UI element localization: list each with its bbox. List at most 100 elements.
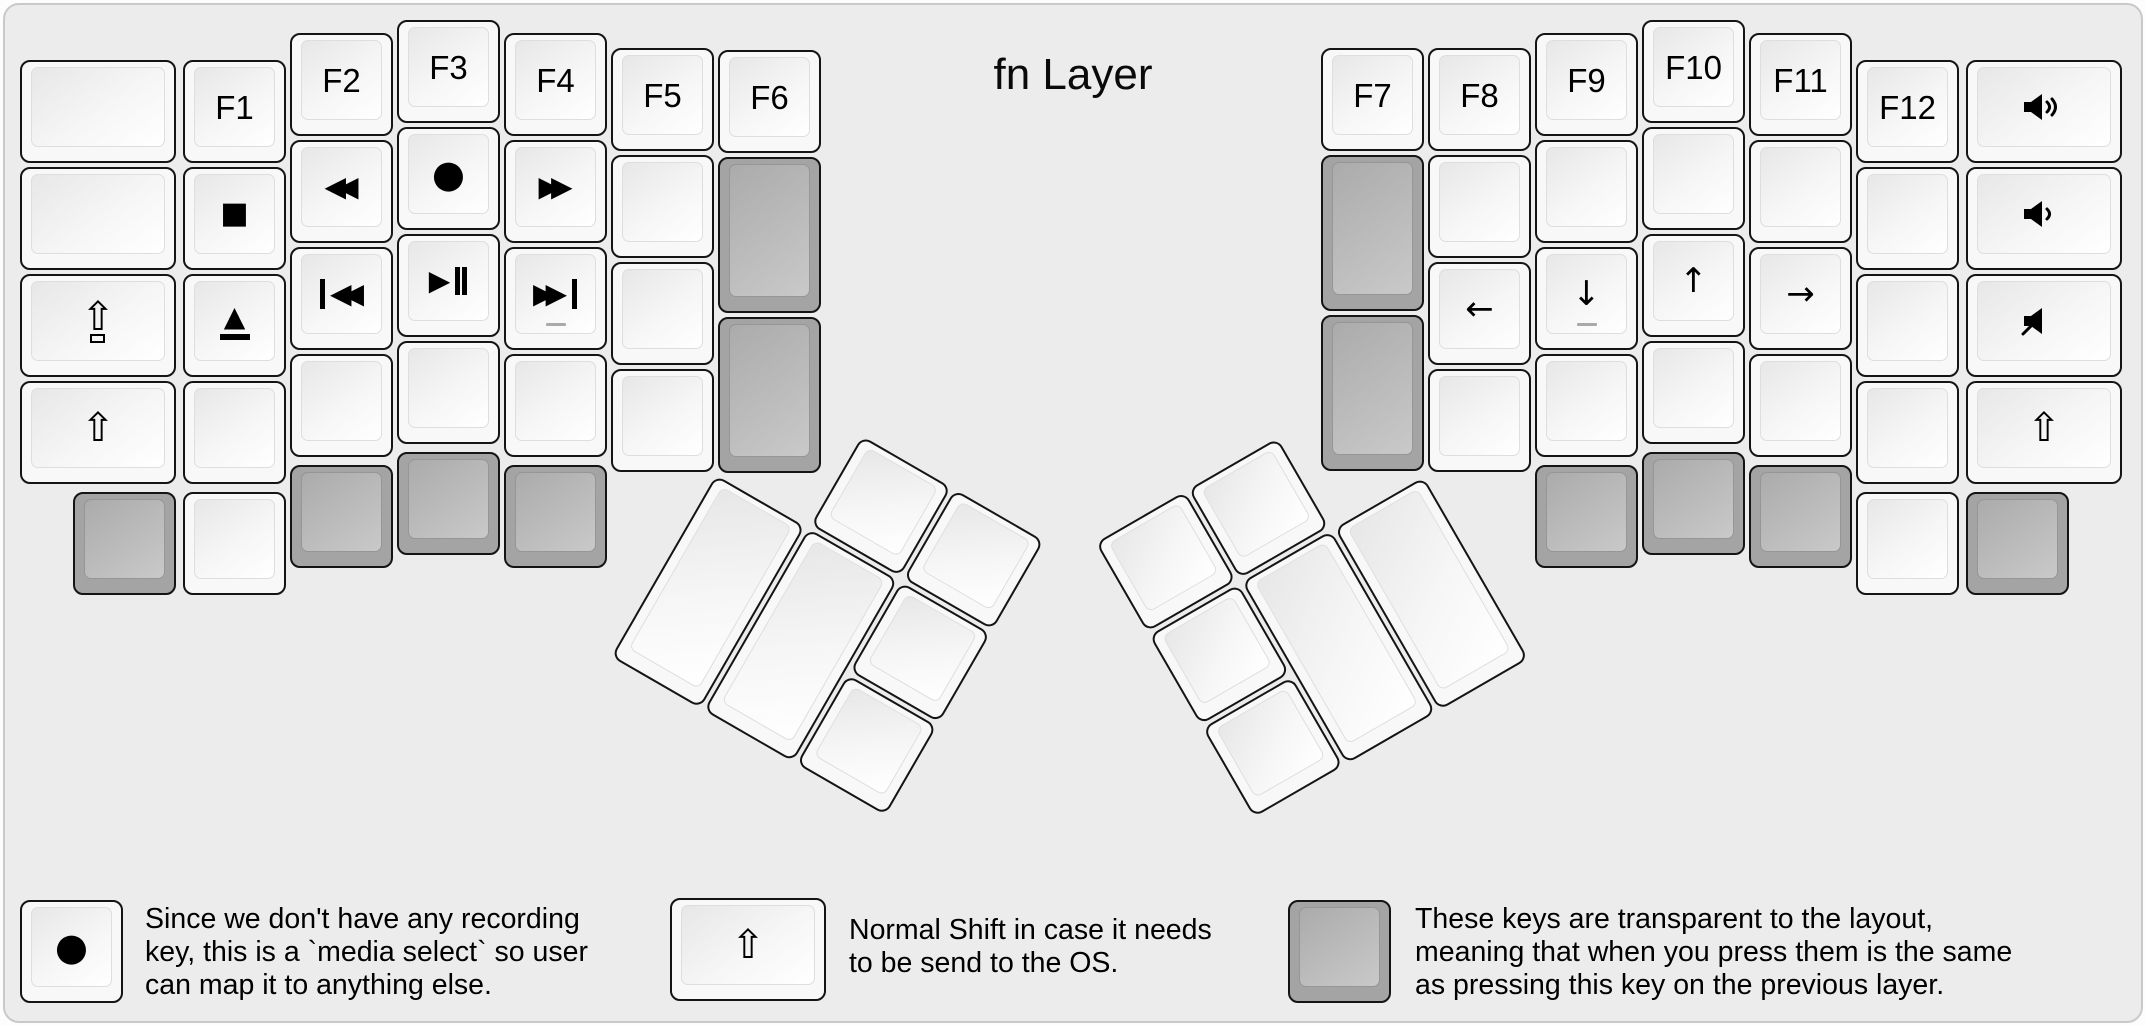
key-shift[interactable]: ⇧ <box>20 381 176 484</box>
keycap-top <box>301 361 382 441</box>
key-f1[interactable]: F1 <box>183 60 286 163</box>
keycap-top: ⇧ <box>681 905 815 985</box>
key-blank[interactable] <box>183 492 286 595</box>
key-blank[interactable] <box>20 60 176 163</box>
keycap-top: ↓ <box>1546 254 1627 334</box>
key-f10[interactable]: F10 <box>1642 20 1745 123</box>
keycap-top <box>515 361 596 441</box>
key-blank[interactable] <box>1749 140 1852 243</box>
key-blank[interactable] <box>611 262 714 365</box>
key-f11[interactable]: F11 <box>1749 33 1852 136</box>
keycap-top <box>1760 472 1841 552</box>
key-f4[interactable]: F4 <box>504 33 607 136</box>
key-blank[interactable] <box>1428 369 1531 472</box>
key-blank[interactable] <box>183 381 286 484</box>
key-media-select[interactable]: ● <box>397 127 500 230</box>
key-volume-up[interactable] <box>1966 60 2122 163</box>
key-blank[interactable] <box>1535 140 1638 243</box>
keycap-top <box>194 388 275 468</box>
keycap-top <box>622 162 703 242</box>
keycap-top: F9 <box>1546 40 1627 120</box>
keycap-top <box>31 67 165 147</box>
legend-text-line: can map it to anything else. <box>145 969 492 1001</box>
key-blank[interactable] <box>504 354 607 457</box>
key-blank[interactable] <box>290 354 393 457</box>
layer-title: fn Layer <box>993 50 1153 99</box>
keycap-top: F12 <box>1867 67 1948 147</box>
key-transparent[interactable] <box>73 492 176 595</box>
key-eject[interactable]: ▲ <box>183 274 286 377</box>
keycap-top: → <box>1760 254 1841 334</box>
key-blank[interactable] <box>1428 155 1531 258</box>
key-blank[interactable] <box>1856 492 1959 595</box>
key-transparent[interactable] <box>1321 315 1424 471</box>
key-transparent[interactable] <box>397 452 500 555</box>
keycap-top: F6 <box>729 57 810 137</box>
key-prev-track[interactable]: ◀◀ <box>290 247 393 350</box>
keycap-top <box>1653 459 1734 539</box>
key-blank[interactable] <box>1856 274 1959 377</box>
key-transparent[interactable] <box>1535 465 1638 568</box>
key-transparent[interactable] <box>504 465 607 568</box>
key-transparent[interactable] <box>718 157 821 313</box>
keycap-top: ■ <box>194 174 275 254</box>
key-label: F2 <box>322 61 361 99</box>
key-f8[interactable]: F8 <box>1428 48 1531 151</box>
key-transparent[interactable] <box>290 465 393 568</box>
key-volume-down[interactable] <box>1966 167 2122 270</box>
key-f6[interactable]: F6 <box>718 50 821 153</box>
key-blank[interactable] <box>1856 167 1959 270</box>
legend-text-line: Normal Shift in case it needs <box>849 914 1212 946</box>
key-mute[interactable] <box>1966 274 2122 377</box>
key-f12[interactable]: F12 <box>1856 60 1959 163</box>
key-fast-forward[interactable]: ▶▶ <box>504 140 607 243</box>
keycap-top <box>194 499 275 579</box>
keycap-top: F4 <box>515 40 596 120</box>
key-blank[interactable] <box>1642 127 1745 230</box>
key-transparent[interactable] <box>718 317 821 473</box>
key-blank[interactable] <box>1535 354 1638 457</box>
keycap-top <box>729 324 810 457</box>
shift-icon: ⇧ <box>81 405 115 451</box>
key-blank[interactable] <box>1642 341 1745 444</box>
legend-shift-key: ⇧ <box>670 898 826 1001</box>
legend-text-line: meaning that when you press them is the … <box>1415 936 2013 968</box>
keycap-top <box>408 348 489 428</box>
key-next-track[interactable]: ▶▶ <box>504 247 607 350</box>
key-blank[interactable] <box>611 369 714 472</box>
key-arrow-right[interactable]: → <box>1749 247 1852 350</box>
keycap-top <box>1760 147 1841 227</box>
key-transparent[interactable] <box>1966 492 2069 595</box>
key-blank[interactable] <box>20 167 176 270</box>
key-f5[interactable]: F5 <box>611 48 714 151</box>
keycap-top: ← <box>1439 269 1520 349</box>
key-blank[interactable] <box>1856 381 1959 484</box>
keycap-top: ▶ <box>408 241 489 321</box>
key-transparent[interactable] <box>1642 452 1745 555</box>
key-label: F5 <box>643 76 682 114</box>
key-f7[interactable]: F7 <box>1321 48 1424 151</box>
key-f3[interactable]: F3 <box>397 20 500 123</box>
key-f2[interactable]: F2 <box>290 33 393 136</box>
key-arrow-down[interactable]: ↓ <box>1535 247 1638 350</box>
key-caps-lock[interactable]: ⇧ <box>20 274 176 377</box>
homing-bar <box>1576 323 1597 326</box>
key-blank[interactable] <box>1749 354 1852 457</box>
keycap-top <box>1977 67 2111 147</box>
key-f9[interactable]: F9 <box>1535 33 1638 136</box>
key-rewind[interactable]: ◀◀ <box>290 140 393 243</box>
keycap-top <box>1653 134 1734 214</box>
key-blank[interactable] <box>611 155 714 258</box>
key-arrow-left[interactable]: ← <box>1428 262 1531 365</box>
fast-forward-icon: ▶▶ <box>538 170 573 203</box>
key-stop[interactable]: ■ <box>183 167 286 270</box>
key-transparent[interactable] <box>1749 465 1852 568</box>
key-transparent[interactable] <box>1321 155 1424 311</box>
keycap-top: ● <box>408 134 489 214</box>
key-blank[interactable] <box>397 341 500 444</box>
key-arrow-up[interactable]: ↑ <box>1642 234 1745 337</box>
key-play-pause[interactable]: ▶ <box>397 234 500 337</box>
key-shift[interactable]: ⇧ <box>1966 381 2122 484</box>
keycap-top: F10 <box>1653 27 1734 107</box>
key-label: F6 <box>750 78 789 116</box>
